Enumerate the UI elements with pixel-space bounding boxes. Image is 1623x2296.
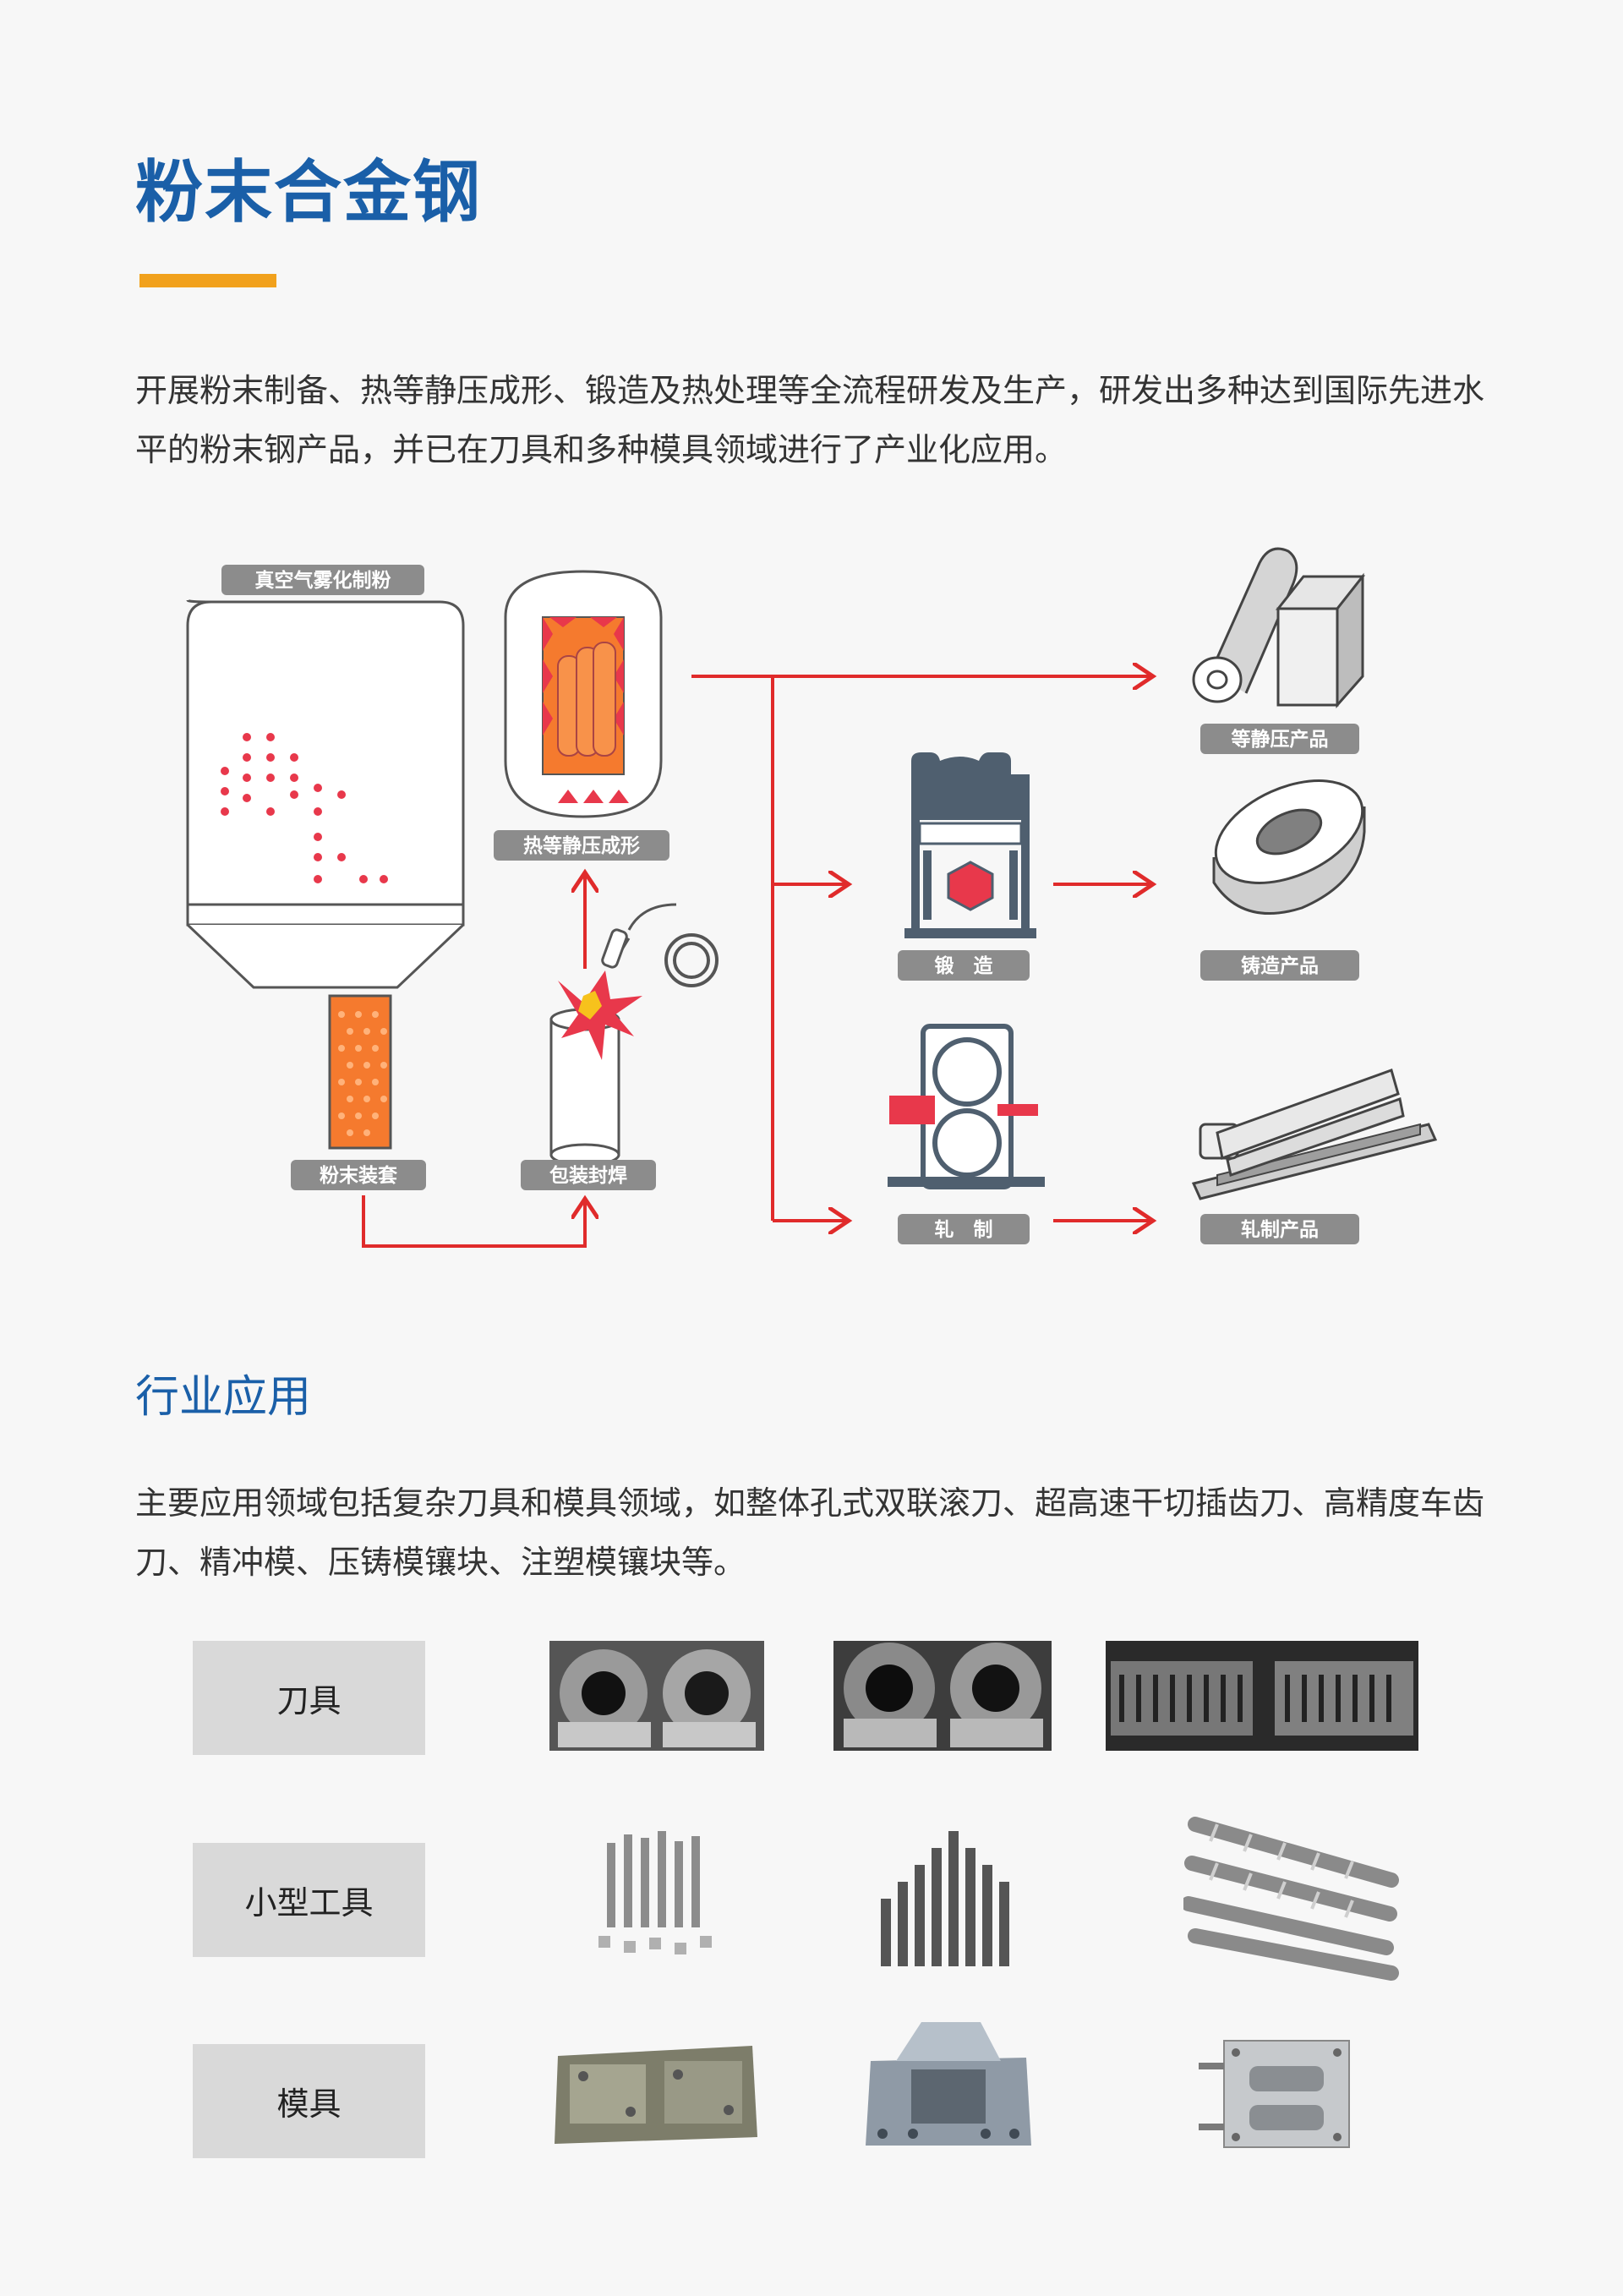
shaper-cutter-image bbox=[833, 1641, 1052, 1751]
hip-vessel-icon bbox=[504, 570, 663, 818]
app-row-small-tools: 小型工具 bbox=[193, 1817, 1427, 1981]
svg-text:粉末装套: 粉末装套 bbox=[320, 1165, 397, 1187]
applications-title: 行业应用 bbox=[135, 1372, 312, 1423]
injection-mold-image bbox=[866, 2022, 1031, 2146]
intro-paragraph: 开展粉末制备、热等静压成形、锻造及热处理等全流程研发及生产，研发出多种达到国际先… bbox=[135, 372, 1485, 468]
powder-capsule-icon bbox=[328, 994, 392, 1150]
tag-rolled-product: 轧制产品 bbox=[1200, 1214, 1359, 1244]
svg-text:等静压产品: 等静压产品 bbox=[1232, 728, 1329, 751]
punch-set-image bbox=[598, 1831, 712, 1954]
svg-text:轧 制: 轧 制 bbox=[935, 1218, 993, 1241]
process-diagram: 真空气雾化制粉 粉末装套 包装封焊 bbox=[186, 547, 1438, 1248]
tag-powder-fill: 粉末装套 bbox=[291, 1160, 426, 1190]
hip-product-icon bbox=[1192, 547, 1366, 708]
die-cast-mold-image bbox=[555, 2046, 757, 2144]
app-row-molds: 模具 bbox=[193, 2022, 1427, 2158]
app-label-cutters: 刀具 bbox=[193, 1641, 425, 1755]
forged-product-icon bbox=[1212, 779, 1366, 915]
tag-forged-product: 铸造产品 bbox=[1200, 950, 1359, 981]
svg-text:锻 造: 锻 造 bbox=[935, 954, 994, 977]
svg-text:热等静压成形: 热等静压成形 bbox=[523, 834, 640, 857]
gear-hob-image bbox=[1106, 1641, 1418, 1751]
svg-text:铸造产品: 铸造产品 bbox=[1241, 954, 1319, 977]
drill-rods-image bbox=[881, 1831, 1009, 1966]
svg-text:真空气雾化制粉: 真空气雾化制粉 bbox=[255, 569, 391, 592]
title-accent-bar bbox=[139, 274, 276, 287]
atomizer-vessel-icon bbox=[186, 599, 465, 989]
tag-roll: 轧 制 bbox=[898, 1214, 1030, 1244]
tag-seal-weld: 包装封焊 bbox=[521, 1160, 656, 1190]
app-row-cutters: 刀具 bbox=[193, 1641, 1427, 1755]
page-title: 粉末合金钢 bbox=[135, 153, 482, 232]
forging-press-icon bbox=[904, 752, 1036, 938]
tag-hip-product: 等静压产品 bbox=[1200, 724, 1359, 754]
tag-forge: 锻 造 bbox=[898, 950, 1030, 981]
applications-paragraph: 主要应用领域包括复杂刀具和模具领域，如整体孔式双联滚刀、超高速干切插齿刀、高精度… bbox=[135, 1484, 1485, 1581]
svg-text:包装封焊: 包装封焊 bbox=[549, 1164, 627, 1187]
tag-hip: 热等静压成形 bbox=[494, 830, 669, 861]
hob-cutter-image bbox=[549, 1641, 764, 1751]
arrow-fill-to-weld bbox=[362, 1195, 585, 1248]
twist-drills-image bbox=[1183, 1817, 1399, 1981]
stamping-die-image bbox=[1199, 2040, 1350, 2148]
rolling-mill-icon bbox=[888, 1024, 1045, 1189]
app-label-small-tools: 小型工具 bbox=[193, 1843, 425, 1957]
rolled-product-icon bbox=[1191, 1069, 1438, 1200]
tag-atomize: 真空气雾化制粉 bbox=[221, 565, 424, 595]
svg-text:轧制产品: 轧制产品 bbox=[1241, 1218, 1319, 1241]
app-label-molds: 模具 bbox=[193, 2044, 425, 2158]
seal-welding-icon bbox=[549, 903, 719, 1167]
